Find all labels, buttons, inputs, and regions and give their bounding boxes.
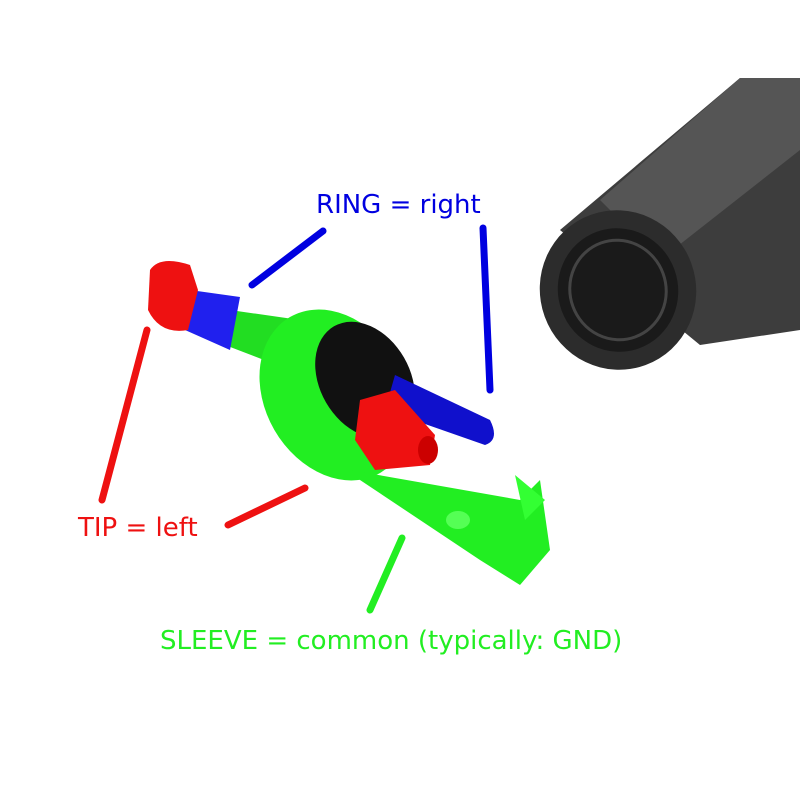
plug-housing — [539, 78, 800, 370]
ring-part — [185, 290, 494, 445]
tip-pointer-line-up — [98, 326, 151, 504]
sleeve-label: SLEEVE = common (typically: GND) — [160, 626, 623, 656]
ring-pointer-line-right — [479, 224, 494, 394]
sleeve-part — [225, 309, 550, 585]
sleeve-pointer-line — [366, 534, 406, 614]
ring-label: RING = right — [316, 190, 481, 220]
tip-pointer-line-right — [224, 484, 309, 529]
tip-label: TIP = left — [78, 513, 198, 543]
ring-pointer-line-left — [248, 227, 327, 289]
tip-part — [148, 261, 438, 470]
